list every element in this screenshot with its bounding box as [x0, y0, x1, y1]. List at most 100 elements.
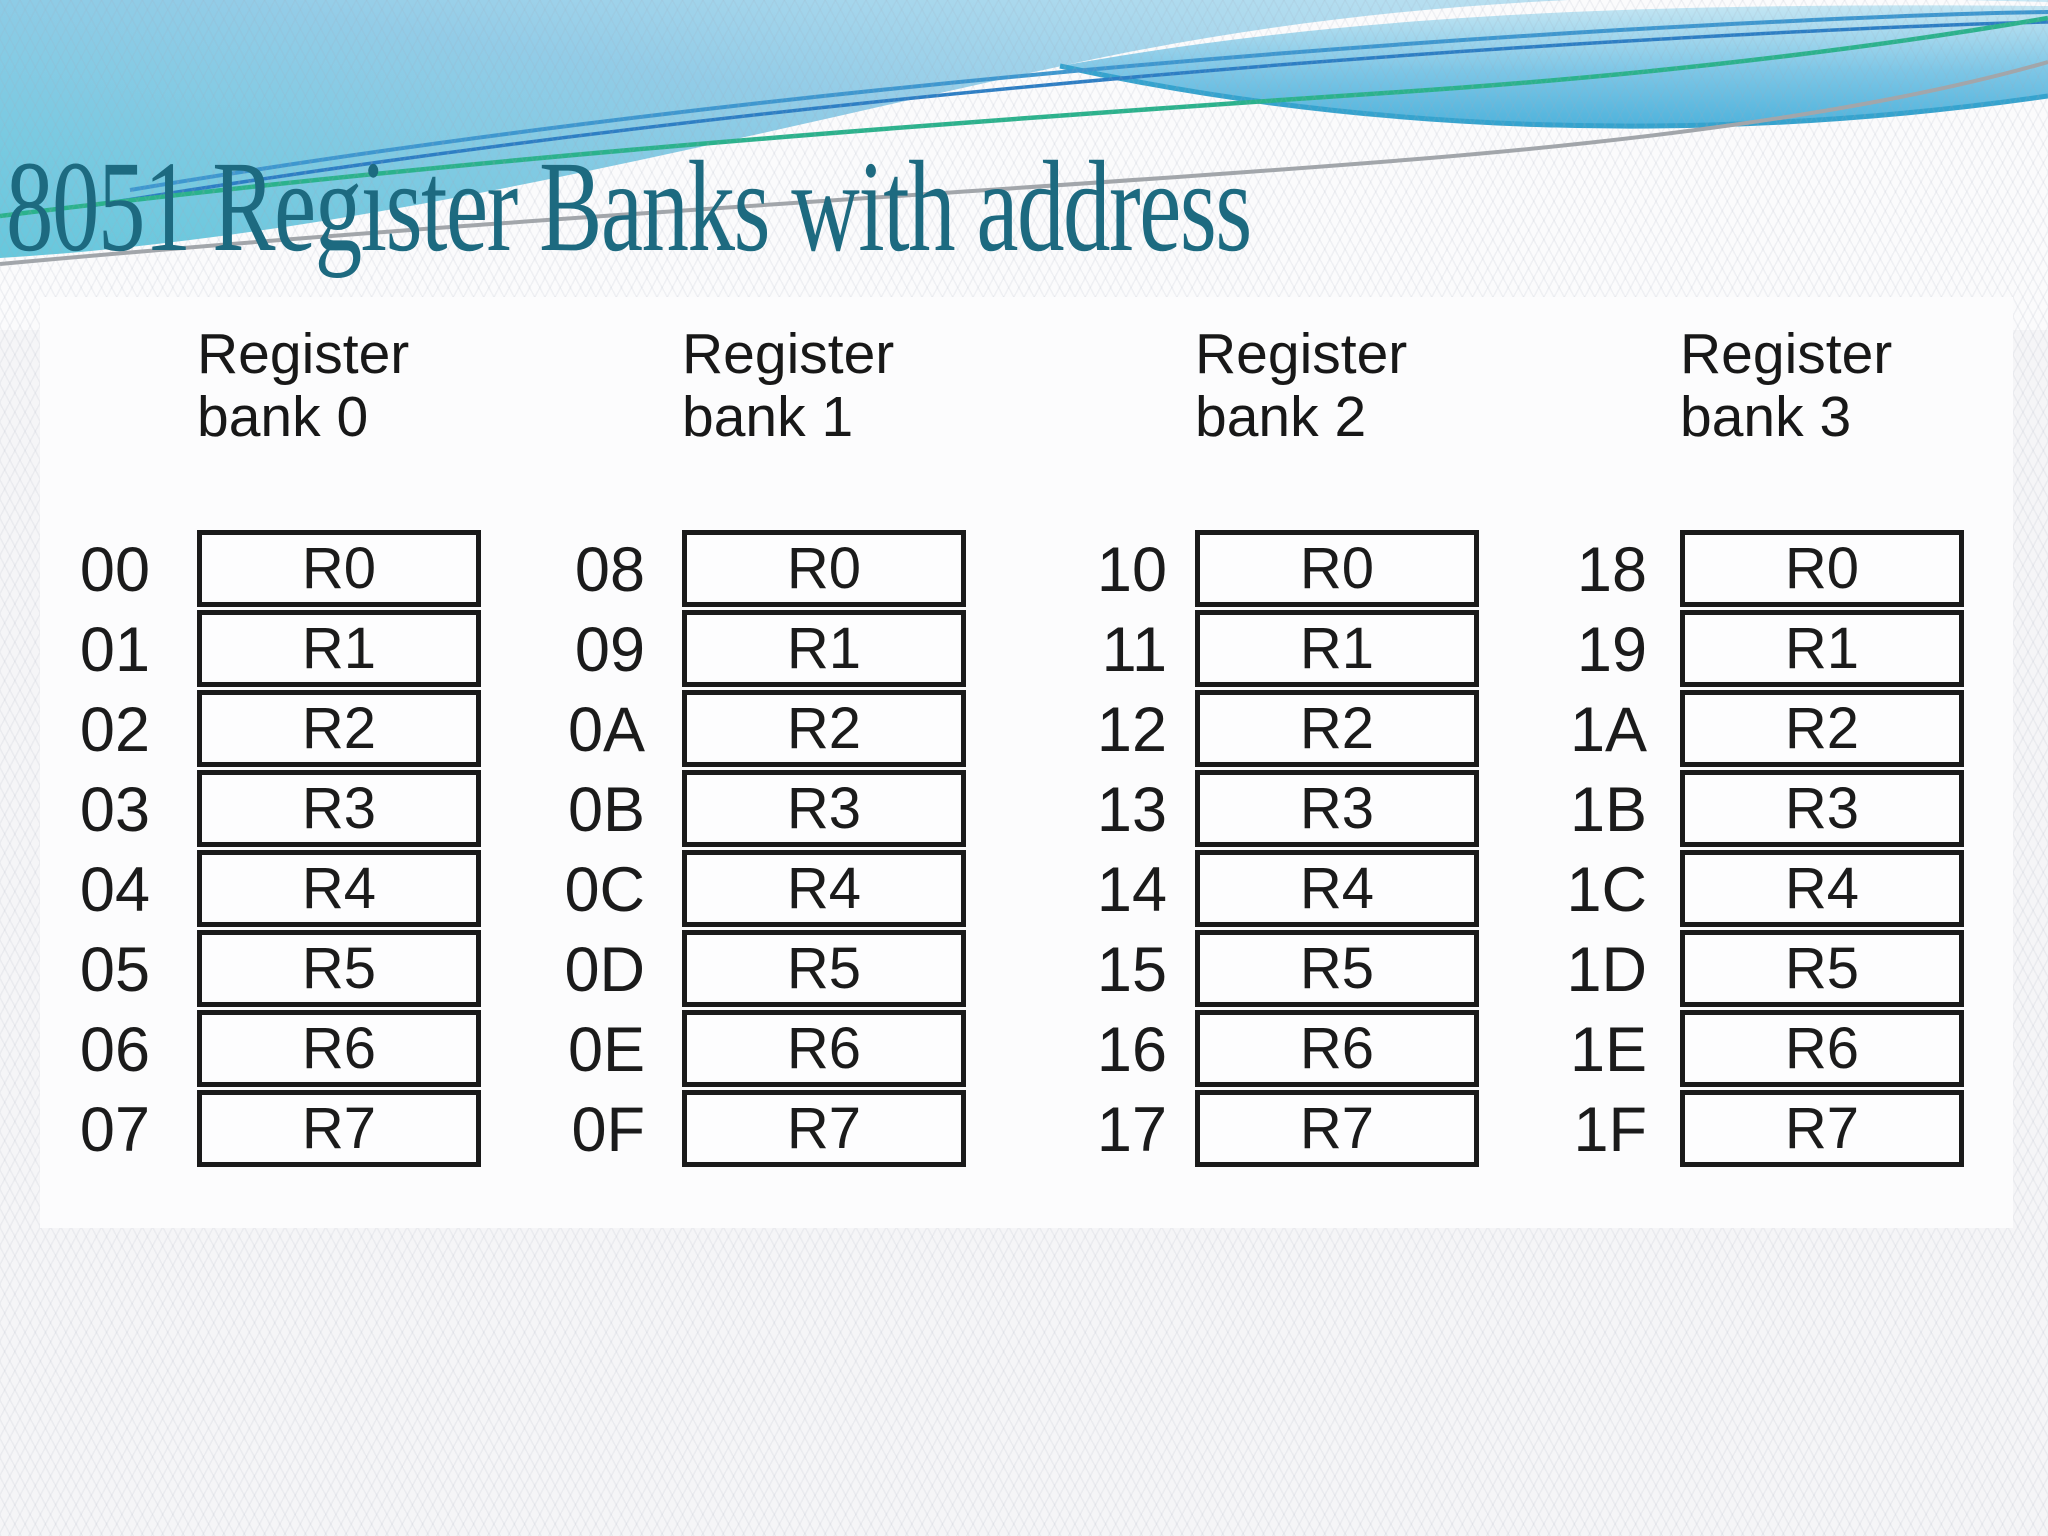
address-label: 02: [79, 695, 150, 765]
register-box: R4: [197, 850, 481, 927]
register-box: R0: [197, 530, 481, 607]
register-box: R1: [197, 610, 481, 687]
bank-header-line2: bank 1: [682, 385, 854, 449]
register-label: R1: [1299, 616, 1375, 681]
address-label: 05: [79, 935, 150, 1005]
register-label: R2: [1784, 696, 1860, 761]
register-box: R4: [1195, 850, 1479, 927]
register-label: R4: [1784, 856, 1860, 921]
register-label: R6: [1784, 1016, 1860, 1081]
banner-thin-blue-line-1: [129, 10, 2048, 192]
register-box: R4: [682, 850, 966, 927]
banner-gray-accent-line: [0, 60, 2048, 266]
bank-header: Register bank 0: [197, 323, 481, 530]
register-label: R0: [1784, 536, 1860, 601]
register-box: R3: [1195, 770, 1479, 847]
banner-band-edge-line: [1059, 63, 2048, 129]
address-label: 0E: [567, 1015, 645, 1085]
address-label: 19: [1576, 615, 1647, 685]
register-label: R3: [1299, 776, 1375, 841]
address-label: 14: [1096, 855, 1167, 925]
address-label: 0B: [567, 775, 645, 845]
register-box: R7: [1680, 1090, 1964, 1167]
address-label: 08: [574, 535, 645, 605]
register-box: R5: [1195, 930, 1479, 1007]
register-box: R0: [1680, 530, 1964, 607]
address-label: 04: [79, 855, 150, 925]
banner-blue-band: [1060, 5, 2048, 127]
register-label: R1: [301, 616, 377, 681]
address-label: 06: [79, 1015, 150, 1085]
register-box: R1: [682, 610, 966, 687]
register-label: R5: [1784, 936, 1860, 1001]
register-label: R2: [301, 696, 377, 761]
register-label: R0: [786, 536, 862, 601]
address-label: 0D: [564, 935, 645, 1005]
address-label: 00: [79, 535, 150, 605]
bank-header: Register bank 2: [1195, 323, 1479, 530]
address-label: 12: [1096, 695, 1167, 765]
bank-header: Register bank 1: [682, 323, 966, 530]
slide-title: 8051 Register Banks with address: [6, 135, 1252, 279]
address-label: 0A: [567, 695, 645, 765]
register-label: R5: [1299, 936, 1375, 1001]
register-label: R7: [301, 1096, 377, 1161]
register-label: R3: [1784, 776, 1860, 841]
address-label: 07: [79, 1095, 150, 1165]
bank-header: Register bank 3: [1680, 323, 1964, 530]
bank-header-line1: Register: [682, 322, 895, 386]
register-label: R1: [786, 616, 862, 681]
register-label: R6: [786, 1016, 862, 1081]
register-box: R3: [1680, 770, 1964, 847]
register-box: R7: [197, 1090, 481, 1167]
bank-header-line2: bank 0: [197, 385, 369, 449]
address-label: 01: [79, 615, 150, 685]
register-box: R5: [197, 930, 481, 1007]
register-label: R2: [786, 696, 862, 761]
register-label: R4: [786, 856, 862, 921]
register-label: R4: [301, 856, 377, 921]
register-label: R5: [786, 936, 862, 1001]
bank-header-line2: bank 3: [1680, 385, 1852, 449]
address-label: 17: [1096, 1095, 1167, 1165]
register-box: R7: [1195, 1090, 1479, 1167]
address-label: 16: [1096, 1015, 1167, 1085]
bank-header-line1: Register: [197, 322, 410, 386]
register-label: R4: [1299, 856, 1375, 921]
register-label: R3: [786, 776, 862, 841]
register-label: R5: [301, 936, 377, 1001]
register-label: R7: [1299, 1096, 1375, 1161]
address-label: 11: [1101, 615, 1167, 685]
register-box: R2: [197, 690, 481, 767]
register-label: R2: [1299, 696, 1375, 761]
register-box: R6: [197, 1010, 481, 1087]
register-box: R2: [1195, 690, 1479, 767]
register-label: R7: [1784, 1096, 1860, 1161]
register-box: R7: [682, 1090, 966, 1167]
register-label: R6: [1299, 1016, 1375, 1081]
register-box: R5: [682, 930, 966, 1007]
header-wave-decoration: [0, 0, 2048, 330]
banner-green-accent-line: [0, 15, 2048, 219]
bank-header-line1: Register: [1195, 322, 1408, 386]
register-label: R0: [301, 536, 377, 601]
register-box: R0: [682, 530, 966, 607]
register-label: R1: [1784, 616, 1860, 681]
register-label: R7: [786, 1096, 862, 1161]
address-label: 03: [79, 775, 150, 845]
address-label: 1E: [1569, 1015, 1647, 1085]
address-label: 18: [1576, 535, 1647, 605]
register-box: R3: [682, 770, 966, 847]
